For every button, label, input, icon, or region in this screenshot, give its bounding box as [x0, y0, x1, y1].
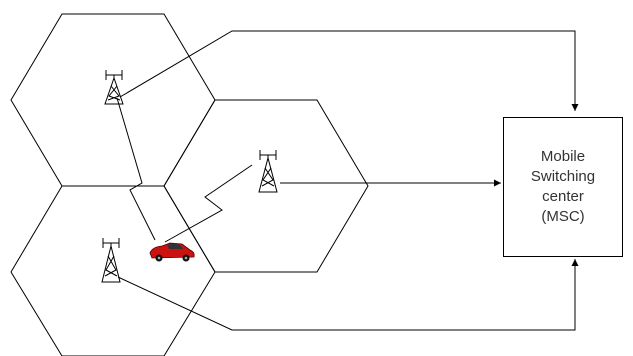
cell-bottom-left: [11, 186, 215, 356]
tower-icon: [259, 150, 277, 192]
radio-link-top-tower: [117, 98, 155, 240]
cell-right: [164, 100, 368, 272]
tower-icon: [102, 238, 120, 282]
msc-label-line-2: Switching: [531, 167, 595, 187]
msc-label-line-4: (MSC): [541, 207, 584, 227]
msc-label-line-3: center: [542, 187, 584, 207]
cell-top-left: [11, 14, 215, 186]
car-icon: [150, 243, 194, 262]
tower-icon: [105, 70, 123, 104]
radio-link-middle-tower: [165, 165, 252, 242]
link-top-tower-to-msc: [120, 31, 575, 111]
msc-label-line-1: Mobile: [541, 147, 585, 167]
msc-box: Mobile Switching center (MSC): [503, 117, 623, 257]
